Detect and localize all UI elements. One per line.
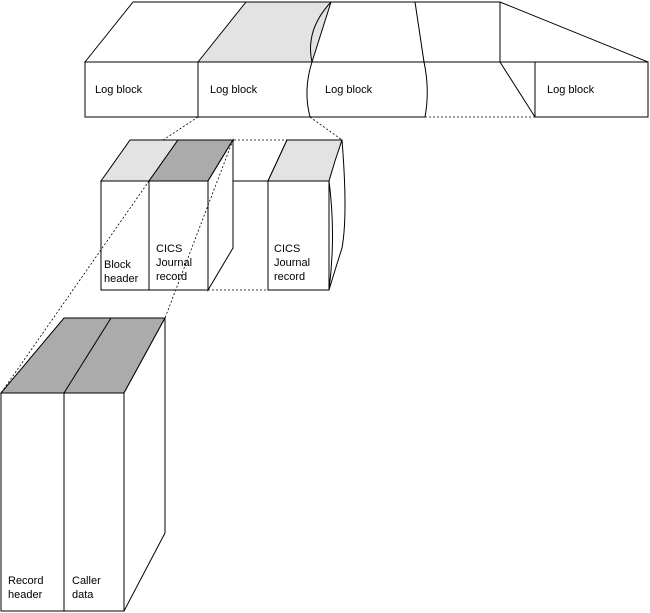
journal-record-2-label: CICS Journal record [274, 243, 313, 283]
log-stream: Log block Log block Log block Log block [83, 1, 649, 118]
log-stream-top-face [83, 1, 649, 63]
projection-record-left [0, 180, 150, 394]
log-stream-divider-2-curve [306, 61, 313, 118]
log-stream-top-divider-curve [310, 1, 332, 63]
journal-record-detail-top-divider [63, 317, 112, 394]
block-header-front [100, 180, 150, 291]
caller-data-label: Caller data [72, 575, 104, 601]
record-header-front [0, 392, 65, 612]
journal-record-2-front [267, 180, 330, 291]
journal-record-1-front [148, 180, 209, 291]
log-block-2-label: Log block [210, 84, 258, 96]
log-block-3-label: Log block [325, 84, 373, 96]
caller-data-front [63, 392, 125, 612]
block-header-label: Block header [104, 259, 139, 285]
projection-block-right [309, 116, 343, 141]
log-stream-slant [499, 61, 536, 118]
log-block-1-label: Log block [95, 84, 143, 96]
log-block-detail: Block header CICS Journal record CICS Jo… [100, 138, 346, 292]
journal-record-1-side [207, 138, 234, 292]
journal-record-2-side [328, 139, 346, 291]
log-stream-top-divider-3 [414, 1, 425, 63]
log-stream-front-face [84, 61, 649, 118]
log-block-4-label: Log block [547, 84, 595, 96]
journal-record-detail: Record header Caller data [0, 317, 166, 612]
record-header-label: Record header [8, 575, 47, 601]
log-stream-divider-3-curve [423, 61, 428, 118]
